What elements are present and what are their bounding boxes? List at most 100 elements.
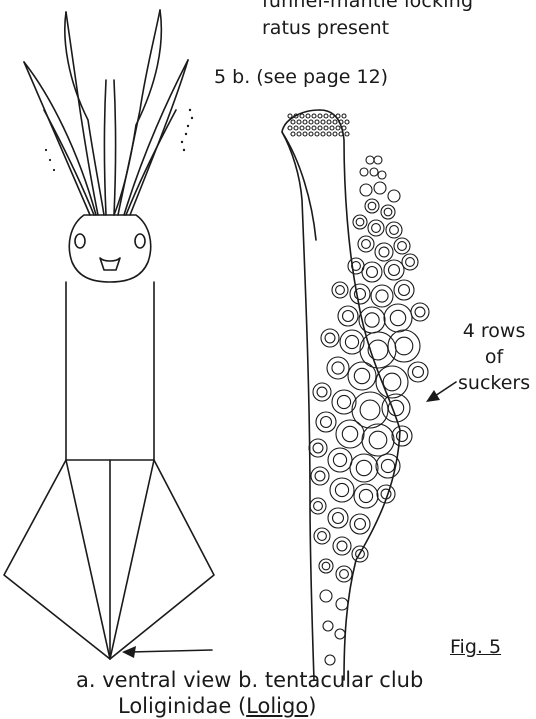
tip-sucker xyxy=(327,120,331,124)
sucker-inner-ring xyxy=(365,313,379,327)
funnel xyxy=(100,258,120,270)
sucker-inner-ring xyxy=(345,335,358,348)
sucker-inner-ring xyxy=(379,247,389,257)
sucker xyxy=(358,236,374,252)
sucker-inner-ring xyxy=(335,483,348,496)
right-arm-outer xyxy=(130,60,188,215)
sucker-inner-ring xyxy=(413,367,424,378)
sucker-inner-ring xyxy=(354,368,369,383)
left-eye xyxy=(75,234,85,248)
sucker xyxy=(408,362,428,382)
sucker-inner-ring xyxy=(388,400,403,415)
sucker xyxy=(394,280,414,300)
tip-sucker xyxy=(345,120,349,124)
sucker-inner-ring xyxy=(390,226,399,235)
tip-sucker xyxy=(297,120,301,124)
mantle xyxy=(66,282,154,460)
center-arm-right xyxy=(114,80,116,215)
sucker-inner-ring xyxy=(332,362,344,374)
sucker xyxy=(354,484,378,508)
sucker xyxy=(360,168,368,176)
suckers-arrow xyxy=(426,382,456,402)
tip-sucker xyxy=(342,126,346,130)
tip-sucker xyxy=(291,120,295,124)
sucker-inner-ring xyxy=(381,459,394,472)
tip-sucker xyxy=(315,120,319,124)
sucker xyxy=(371,285,393,307)
tip-sucker xyxy=(309,132,313,136)
sucker-inner-ring xyxy=(367,267,378,278)
sucker-inner-ring xyxy=(340,570,349,579)
tip-sucker xyxy=(324,126,328,130)
right-eye xyxy=(135,234,145,248)
sucker xyxy=(328,508,348,528)
sucker-inner-ring xyxy=(397,431,408,442)
tip-sucker xyxy=(306,126,310,130)
fins xyxy=(4,460,214,659)
sucker xyxy=(350,514,370,534)
tip-sucker xyxy=(324,114,328,118)
sucker xyxy=(327,357,349,379)
sucker xyxy=(320,590,332,602)
sucker-inner-ring xyxy=(337,395,350,408)
sucker xyxy=(370,168,378,176)
tip-sucker xyxy=(321,132,325,136)
tip-sucker xyxy=(333,132,337,136)
tip-sucker xyxy=(321,120,325,124)
sucker-inner-ring xyxy=(333,453,346,466)
sucker xyxy=(316,412,336,432)
sucker xyxy=(362,262,382,282)
sucker-inner-ring xyxy=(359,489,372,502)
sucker xyxy=(336,598,348,610)
club-stalk-left xyxy=(282,110,320,680)
sucker-inner-ring xyxy=(376,290,388,302)
tip-sucker xyxy=(288,114,292,118)
sucker xyxy=(365,199,379,213)
sucker-inner-ring xyxy=(314,502,323,511)
sucker xyxy=(402,254,418,270)
tip-sucker xyxy=(288,126,292,130)
sucker xyxy=(388,330,420,362)
tip-sucker xyxy=(318,126,322,130)
sucker xyxy=(359,307,385,333)
tip-sucker xyxy=(345,132,349,136)
sucker xyxy=(375,243,393,261)
sucker-inner-ring xyxy=(322,562,330,570)
sucker-inner-ring xyxy=(368,202,376,210)
squid-ventral-view xyxy=(4,10,214,659)
sucker xyxy=(362,424,394,456)
sucker-inner-ring xyxy=(337,541,347,551)
tip-sucker xyxy=(303,132,307,136)
tip-sucker xyxy=(315,132,319,136)
sucker xyxy=(311,467,329,485)
sucker-inner-ring xyxy=(389,265,400,276)
sucker-inner-ring xyxy=(362,240,371,249)
sucker-inner-ring xyxy=(342,426,357,441)
sucker xyxy=(333,537,351,555)
tip-sucker xyxy=(300,114,304,118)
tip-sucker xyxy=(294,126,298,130)
sucker xyxy=(348,362,376,390)
left-arm-outer xyxy=(24,62,90,215)
tail-arrow xyxy=(122,646,212,658)
sucker-inner-ring xyxy=(333,513,344,524)
sucker xyxy=(392,426,412,446)
sucker xyxy=(323,621,333,631)
sucker xyxy=(335,629,345,639)
sucker xyxy=(321,329,339,347)
tip-sucker xyxy=(318,114,322,118)
sucker-inner-ring xyxy=(390,310,405,325)
sucker xyxy=(309,439,327,457)
sucker-inner-ring xyxy=(313,443,323,453)
tip-sucker xyxy=(330,126,334,130)
tip-sucker xyxy=(291,132,295,136)
sucker xyxy=(374,156,382,164)
tip-sucker xyxy=(333,120,337,124)
sucker xyxy=(374,182,386,194)
sucker-inner-ring xyxy=(356,218,364,226)
tip-sucker xyxy=(297,132,301,136)
sucker-inner-ring xyxy=(398,242,407,251)
tip-sucker xyxy=(342,114,346,118)
sucker xyxy=(336,566,352,582)
